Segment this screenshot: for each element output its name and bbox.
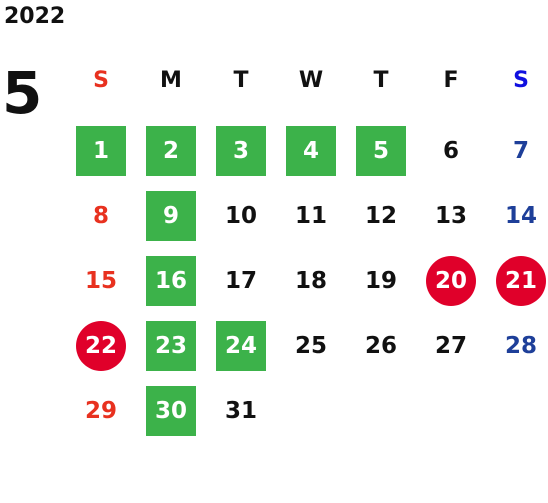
day-cell: 23 — [146, 321, 196, 371]
day-cell: 1 — [76, 126, 126, 176]
day-cell: 22 — [76, 321, 126, 371]
day-cell: 19 — [364, 268, 397, 294]
calendar-month: 5 — [2, 59, 43, 127]
day-cell: 10 — [224, 203, 257, 229]
day-cell: 24 — [216, 321, 266, 371]
day-cell: 11 — [294, 203, 327, 229]
calendar-year: 2022 — [4, 4, 66, 29]
weekday-header-sat: S — [513, 68, 529, 93]
weekday-header-sun: S — [93, 68, 109, 93]
day-cell: 7 — [512, 138, 529, 164]
day-cell: 14 — [504, 203, 537, 229]
day-cell: 29 — [84, 398, 117, 424]
day-cell: 3 — [216, 126, 266, 176]
day-cell: 17 — [224, 268, 257, 294]
day-cell: 2 — [146, 126, 196, 176]
weekday-header-wed: W — [298, 68, 324, 93]
day-cell: 5 — [356, 126, 406, 176]
day-cell: 15 — [84, 268, 117, 294]
day-cell: 18 — [294, 268, 327, 294]
day-cell: 12 — [364, 203, 397, 229]
day-cell: 4 — [286, 126, 336, 176]
weekday-header-mon: M — [160, 68, 182, 93]
day-cell: 26 — [364, 333, 397, 359]
weekday-header-thu: T — [373, 68, 389, 93]
day-cell: 16 — [146, 256, 196, 306]
day-cell: 31 — [224, 398, 257, 424]
day-cell: 25 — [294, 333, 327, 359]
weekday-header-fri: F — [443, 68, 459, 93]
day-cell: 9 — [146, 191, 196, 241]
day-cell: 13 — [434, 203, 467, 229]
day-cell: 21 — [496, 256, 546, 306]
day-cell: 8 — [92, 203, 109, 229]
day-cell: 28 — [504, 333, 537, 359]
day-cell: 20 — [426, 256, 476, 306]
weekday-header-tue: T — [233, 68, 249, 93]
day-cell: 6 — [442, 138, 459, 164]
day-cell: 30 — [146, 386, 196, 436]
day-cell: 27 — [434, 333, 467, 359]
